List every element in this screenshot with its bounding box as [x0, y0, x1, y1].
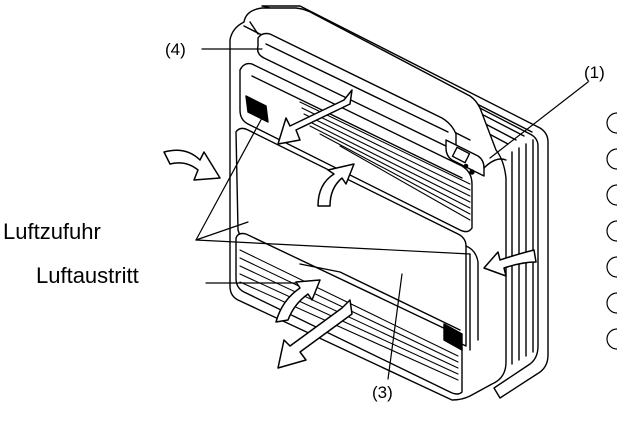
side-markers	[606, 112, 617, 350]
outlet-arrow-lower	[277, 299, 353, 369]
air-outlet-label: Luftaustritt	[36, 263, 139, 288]
intake-arrow-left	[163, 149, 221, 181]
airflow-arrows	[163, 89, 537, 369]
intake-arrow-upper	[317, 163, 355, 207]
callout-1: (1)	[584, 63, 605, 82]
control-panel	[445, 139, 507, 177]
leader-intake-1	[195, 117, 263, 241]
intake-arrow-right	[483, 249, 537, 277]
callout-4: (4)	[165, 40, 186, 59]
upper-grille	[239, 62, 473, 233]
air-intake-label: Luftzufuhr	[3, 219, 101, 244]
leader-intake-2	[195, 221, 249, 241]
leader-lines	[195, 48, 589, 380]
outlet-arrow-upper	[277, 89, 353, 145]
leader-3	[387, 273, 403, 380]
leader-1	[489, 81, 589, 159]
callout-3: (3)	[372, 383, 393, 402]
leader-intake-3	[195, 239, 471, 255]
intake-arrow-lower	[275, 279, 321, 323]
